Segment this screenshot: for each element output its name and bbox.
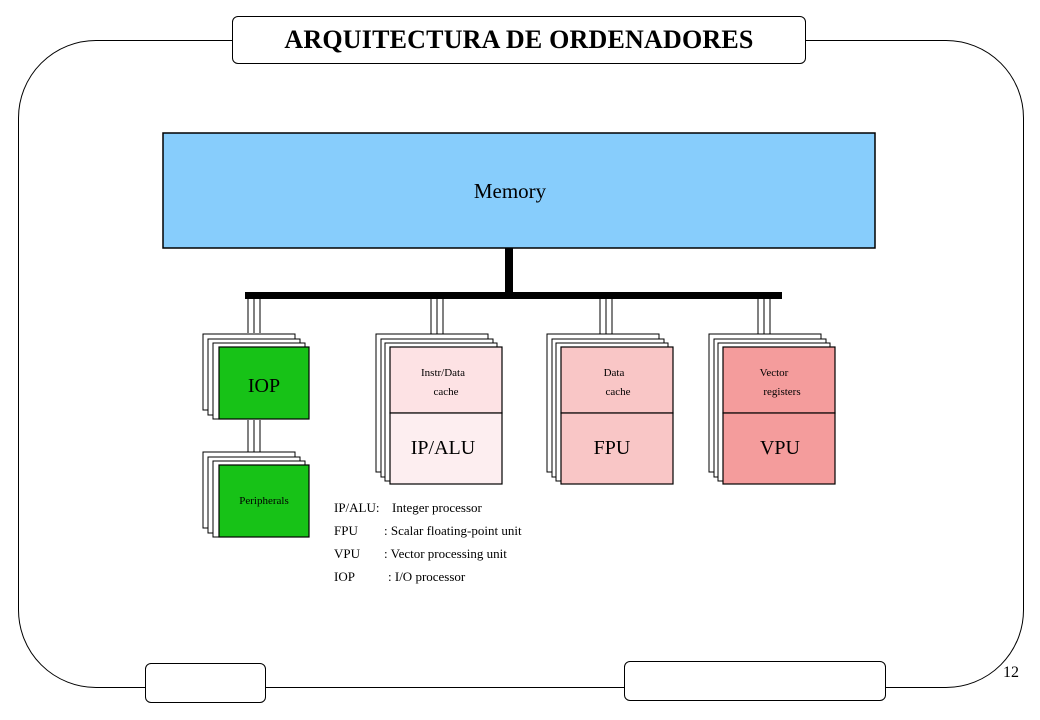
ip-alu-cache-line2: cache [433, 386, 458, 398]
legend-abbr-vpu: VPU [334, 546, 361, 561]
page-number: 12 [1003, 664, 1019, 681]
peripherals-label: Peripherals [239, 495, 288, 507]
legend-abbr-fpu: FPU [334, 523, 358, 538]
vpu-unit: Vector registers VPU [708, 299, 836, 485]
title-tab: ARQUITECTURA DE ORDENADORES [232, 16, 806, 64]
memory-label: Memory [474, 179, 547, 203]
iop-unit: IOP [202, 299, 310, 420]
legend-desc-fpu: : Scalar floating-point unit [384, 523, 522, 538]
fpu-cache-line1: Data [604, 367, 625, 379]
system-bus [245, 292, 782, 299]
footer-right-tab [624, 661, 886, 701]
legend-abbr-iop: IOP [334, 569, 355, 584]
iop-label: IOP [248, 375, 280, 397]
vpu-cache-line1: Vector [760, 367, 789, 379]
fpu-label: FPU [594, 437, 631, 459]
legend-abbr-ip-alu: IP/ALU: [334, 500, 380, 515]
memory-block [162, 132, 876, 249]
ip-alu-unit: Instr/Data cache IP/ALU [375, 299, 503, 485]
fpu-cache-line2: cache [605, 386, 630, 398]
ip-alu-label: IP/ALU [411, 437, 476, 459]
legend-desc-iop: : I/O processor [388, 569, 466, 584]
peripherals-unit: Peripherals [202, 420, 310, 538]
footer-left-tab [145, 663, 266, 703]
legend: IP/ALU: Integer processor FPU : Scalar f… [334, 500, 522, 584]
ip-alu-cache-line1: Instr/Data [421, 367, 465, 379]
vpu-label: VPU [760, 437, 801, 459]
slide-title: ARQUITECTURA DE ORDENADORES [284, 25, 754, 54]
memory-bus-stem [505, 248, 513, 296]
vpu-cache-line2: registers [763, 386, 800, 398]
legend-desc-ip-alu: Integer processor [392, 500, 483, 515]
fpu-unit: Data cache FPU [546, 299, 674, 485]
legend-desc-vpu: : Vector processing unit [384, 546, 507, 561]
